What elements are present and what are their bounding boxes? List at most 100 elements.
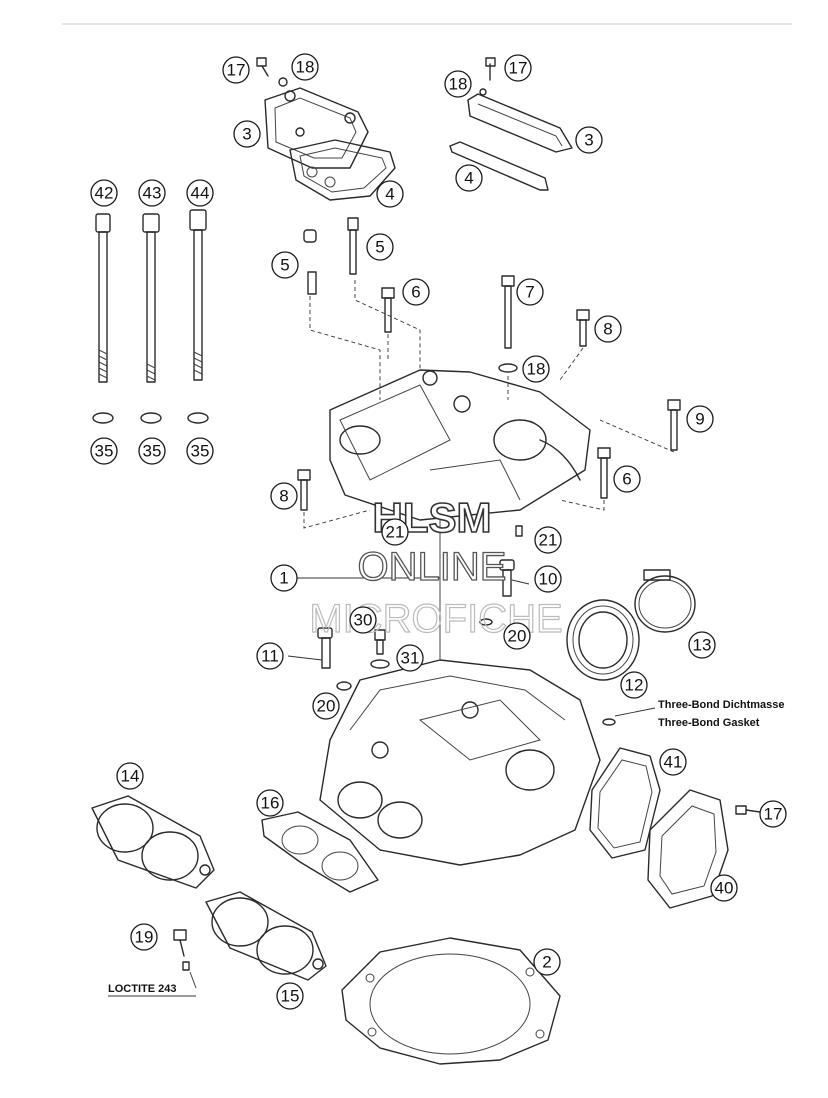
callout-5-b-label: 5 [280, 256, 289, 275]
callout-13: 13 [688, 631, 716, 659]
callout-40-label: 40 [715, 879, 734, 898]
callout-2: 2 [533, 948, 561, 976]
callout-43: 43 [138, 179, 166, 207]
hose-clamp [634, 569, 696, 633]
callout-17-c-label: 17 [764, 805, 783, 824]
callout-19: 19 [130, 923, 158, 951]
callout-18-b-label: 18 [449, 75, 468, 94]
note-threebond-en: Three-Bond Gasket [658, 717, 760, 729]
callout-6-a-label: 6 [411, 283, 420, 302]
callout-35-c-label: 35 [191, 442, 210, 461]
callout-6-a: 6 [402, 278, 430, 306]
callout-18-b: 18 [444, 70, 472, 98]
callout-4-a-label: 4 [385, 185, 394, 204]
callout-5-a-label: 5 [375, 238, 384, 257]
camshaft-carrier [329, 369, 591, 521]
callout-35-b-label: 35 [143, 442, 162, 461]
callout-18-c-label: 18 [527, 360, 546, 379]
callout-20-b-label: 20 [317, 697, 336, 716]
side-gasket [589, 747, 661, 859]
callout-17-b-label: 17 [509, 59, 528, 78]
callout-13-label: 13 [693, 636, 712, 655]
callout-17-c: 17 [759, 800, 787, 828]
callout-16-label: 16 [261, 794, 280, 813]
callout-10: 10 [534, 565, 562, 593]
callout-10-label: 10 [539, 570, 558, 589]
callout-41: 41 [659, 748, 687, 776]
callout-42: 42 [90, 179, 118, 207]
callout-15-label: 15 [281, 987, 300, 1006]
callout-14: 14 [116, 762, 144, 790]
callout-3-b: 3 [575, 126, 603, 154]
callout-18-a-label: 18 [296, 58, 315, 77]
callout-19-label: 19 [135, 928, 154, 947]
callout-41-label: 41 [664, 753, 683, 772]
head-gasket [341, 937, 561, 1065]
valve-cover-left [264, 87, 369, 169]
watermark-line-2: ONLINE [358, 545, 507, 589]
callout-1: 1 [270, 564, 298, 592]
callout-12-label: 12 [625, 676, 644, 695]
callout-17-b: 17 [504, 54, 532, 82]
callout-3-a-label: 3 [242, 125, 251, 144]
watermark: HLSM ONLINE MICROFICHE [309, 493, 564, 641]
callout-16: 16 [256, 789, 284, 817]
cylinder-head [319, 659, 601, 866]
callout-4-b-label: 4 [464, 169, 473, 188]
note-loctite: LOCTITE 243 [108, 983, 176, 995]
callout-44: 44 [186, 179, 214, 207]
screw-17-left [256, 57, 288, 87]
callout-43-label: 43 [143, 184, 162, 203]
callout-9: 9 [686, 405, 714, 433]
callout-35-b: 35 [138, 437, 166, 465]
callout-20-a-label: 20 [508, 627, 527, 646]
callout-30: 30 [349, 606, 377, 634]
callout-42-label: 42 [95, 184, 114, 203]
callout-21-a: 21 [381, 518, 409, 546]
note-threebond-de: Three-Bond Dichtmasse [658, 699, 785, 711]
callout-11: 11 [256, 642, 284, 670]
callout-17-a-label: 17 [227, 61, 246, 80]
callout-5-a: 5 [366, 233, 394, 261]
callout-14-label: 14 [121, 767, 140, 786]
callout-1-label: 1 [279, 569, 288, 588]
callout-21-a-label: 21 [386, 523, 405, 542]
callout-8-b-label: 8 [279, 487, 288, 506]
intake-rubber [566, 599, 640, 681]
exhaust-gasket [261, 811, 379, 893]
callout-6-b: 6 [613, 465, 641, 493]
callout-21-b-label: 21 [539, 531, 558, 550]
callout-6-b-label: 6 [622, 470, 631, 489]
callout-44-label: 44 [191, 184, 210, 203]
callout-12: 12 [620, 671, 648, 699]
callout-4-b: 4 [455, 164, 483, 192]
callout-2-label: 2 [542, 953, 551, 972]
callout-18-a: 18 [291, 53, 319, 81]
callout-30-label: 30 [354, 611, 373, 630]
callout-3-a: 3 [233, 120, 261, 148]
callout-7-label: 7 [525, 283, 534, 302]
callout-15: 15 [276, 982, 304, 1010]
callout-8-a-label: 8 [603, 320, 612, 339]
callout-18-c: 18 [522, 355, 550, 383]
side-cover [647, 789, 761, 909]
valve-cover-gasket-right [449, 141, 549, 191]
callout-20-b: 20 [312, 692, 340, 720]
callout-7: 7 [516, 278, 544, 306]
callout-9-label: 9 [695, 410, 704, 429]
callout-8-b: 8 [270, 482, 298, 510]
callout-5-b: 5 [271, 251, 299, 279]
callout-3-b-label: 3 [584, 131, 593, 150]
stud-42 [92, 213, 114, 424]
valve-cover-right [467, 57, 573, 153]
callout-31-label: 31 [401, 649, 420, 668]
callout-40: 40 [710, 874, 738, 902]
valve-cover-gasket-left [289, 139, 396, 201]
callout-35-c: 35 [186, 437, 214, 465]
leader-lines [108, 280, 675, 997]
stud-44 [187, 209, 209, 424]
callout-8-a: 8 [594, 315, 622, 343]
screw-19 [173, 929, 190, 971]
bolts-upper [297, 217, 681, 511]
